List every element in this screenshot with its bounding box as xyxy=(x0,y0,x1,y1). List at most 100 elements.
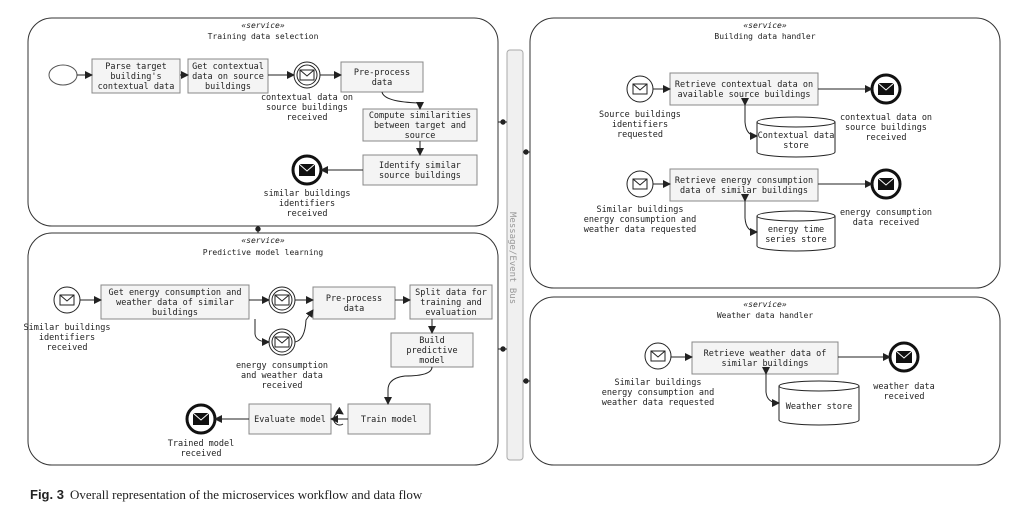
service-title: Training data selection xyxy=(208,32,319,41)
label-line: weather data xyxy=(873,382,934,392)
envelope-icon xyxy=(895,350,913,363)
label-line: energy time xyxy=(768,225,824,235)
training-flows xyxy=(77,71,424,174)
service-building-data-handler: «service» Building data handler xyxy=(529,17,1001,289)
message-start-event-source-ids xyxy=(626,75,654,103)
store-body xyxy=(756,216,836,252)
task-box xyxy=(248,403,332,435)
label-line: Pre-process xyxy=(326,294,382,304)
task-evaluate-model: Evaluate model xyxy=(248,403,332,435)
label-line: Similar buildings xyxy=(597,205,684,215)
label-line: energy consumption and xyxy=(602,388,715,398)
label-line: contextual data on xyxy=(261,93,353,103)
label-line: similar buildings xyxy=(264,189,351,199)
label-line: available source buildings xyxy=(677,90,810,100)
label-line: Retrieve energy consumption xyxy=(675,176,813,186)
label-line: Compute similarities xyxy=(369,111,471,121)
start-event xyxy=(48,64,78,86)
store-top xyxy=(756,116,836,128)
label-line: Pre-process xyxy=(354,68,410,78)
store-top xyxy=(756,210,836,222)
envelope-icon xyxy=(877,177,895,190)
label-line: energy consumption and xyxy=(584,215,697,225)
service-weather-data-handler: «service» Weather data handler xyxy=(529,296,1001,466)
label-line: predictive xyxy=(406,346,457,356)
label-line: evaluation xyxy=(425,308,476,318)
end-event-contextual-received xyxy=(870,73,902,105)
envelope-icon xyxy=(298,163,316,176)
envelope-icon xyxy=(299,69,315,81)
label-line: received xyxy=(181,449,222,459)
label-line: and weather data xyxy=(241,371,323,381)
label-line: data on source xyxy=(192,72,264,82)
task-box xyxy=(91,58,181,94)
label-line: energy consumption xyxy=(236,361,328,371)
intermediate-event-energy-received xyxy=(268,286,296,314)
label-line: Get energy consumption and xyxy=(108,288,241,298)
label-line: between target and xyxy=(374,121,466,131)
label-line: data of similar buildings xyxy=(680,186,808,196)
label-line: Train model xyxy=(361,415,417,425)
label-line: contextual data xyxy=(98,82,175,92)
label-line: identifiers xyxy=(279,199,335,209)
label-line: received xyxy=(866,133,907,143)
label-line: received xyxy=(884,392,925,402)
message-bus xyxy=(506,49,524,461)
task-box xyxy=(312,286,396,320)
label-line: Trained model xyxy=(168,439,235,449)
label-line: Retrieve contextual data on xyxy=(675,80,813,90)
predictive-flows xyxy=(80,296,436,426)
label-line: data xyxy=(372,78,392,88)
end-event-identifiers-received xyxy=(291,154,323,186)
message-start-event xyxy=(53,286,81,314)
weather-flows xyxy=(671,353,891,407)
message-start-event-similar xyxy=(626,170,654,198)
label-line: Split data for xyxy=(415,288,487,298)
envelope-icon xyxy=(59,294,75,306)
label-line: data xyxy=(344,304,364,314)
label-line: received xyxy=(287,113,328,123)
label-line: identifiers xyxy=(612,120,668,130)
stereotype-label: «service» xyxy=(241,236,285,245)
end-event-weather-received xyxy=(888,341,920,373)
label-line: Build xyxy=(419,336,445,346)
task-train-model: Train model xyxy=(347,403,431,435)
label-line: similar buildings xyxy=(722,359,809,369)
end-event-energy-received xyxy=(870,168,902,200)
service-title: Weather data handler xyxy=(717,311,814,320)
label-line: energy consumption xyxy=(840,208,932,218)
envelope-icon xyxy=(274,336,290,348)
label-line: Get contextual xyxy=(192,62,264,72)
task-box xyxy=(347,403,431,435)
label-line: source buildings xyxy=(379,171,461,181)
label-line: data received xyxy=(853,218,920,228)
stereotype-label: «service» xyxy=(241,21,285,30)
envelope-icon xyxy=(650,350,666,362)
data-store-weather: Weather store xyxy=(778,380,860,426)
figure-caption-text: Overall representation of the microservi… xyxy=(69,487,423,502)
store-top xyxy=(778,380,860,392)
label-line: source buildings xyxy=(845,123,927,133)
envelope-icon xyxy=(632,178,648,190)
envelope-icon xyxy=(877,82,895,95)
label-line: building's xyxy=(110,72,161,82)
label-line: model xyxy=(419,356,445,366)
workflow-diagram: Message/Event Bus «service» Training dat… xyxy=(24,17,1001,466)
